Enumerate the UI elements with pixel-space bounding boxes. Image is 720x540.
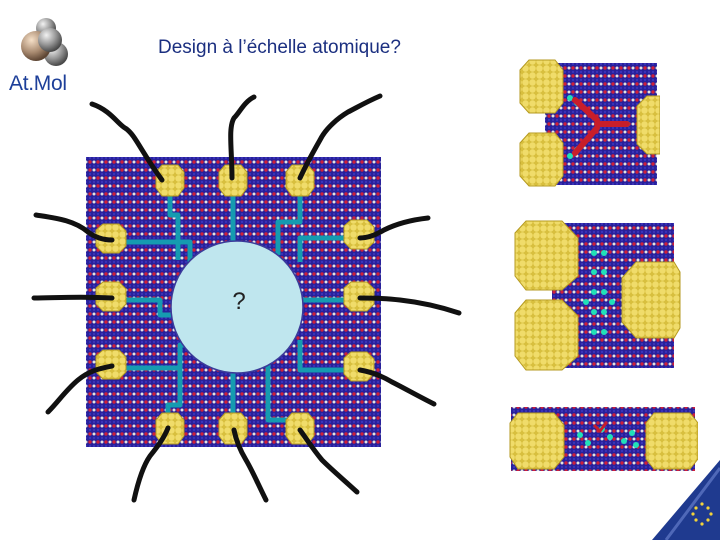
molecule-panel-middle — [514, 220, 681, 371]
gold-electrode-right — [645, 412, 698, 470]
gold-electrode-right — [636, 95, 660, 155]
gold-electrode-bottom-left — [514, 299, 579, 371]
dopant-atoms — [583, 250, 615, 335]
gold-electrode-top-left — [514, 220, 579, 291]
logo-text: At.Mol — [9, 72, 67, 95]
gold-electrode-top-left — [519, 59, 564, 114]
molecule-y — [572, 97, 630, 156]
atmol-molecule-icon — [21, 18, 68, 66]
molecule-panel-bottom — [509, 407, 698, 471]
molecule-chain — [592, 422, 608, 434]
gold-electrode-bottom-left — [519, 132, 564, 187]
gold-electrode-left — [509, 412, 565, 470]
center-disc — [170, 240, 304, 374]
probe-wires — [31, 93, 462, 503]
interconnect-wires — [122, 178, 352, 428]
slide-title: Design à l’échelle atomique? — [158, 37, 401, 58]
eu-flag-icon — [652, 460, 720, 540]
molecule-panel-top — [519, 59, 660, 187]
gold-electrode-right — [621, 261, 681, 339]
center-question-mark: ? — [232, 288, 246, 315]
